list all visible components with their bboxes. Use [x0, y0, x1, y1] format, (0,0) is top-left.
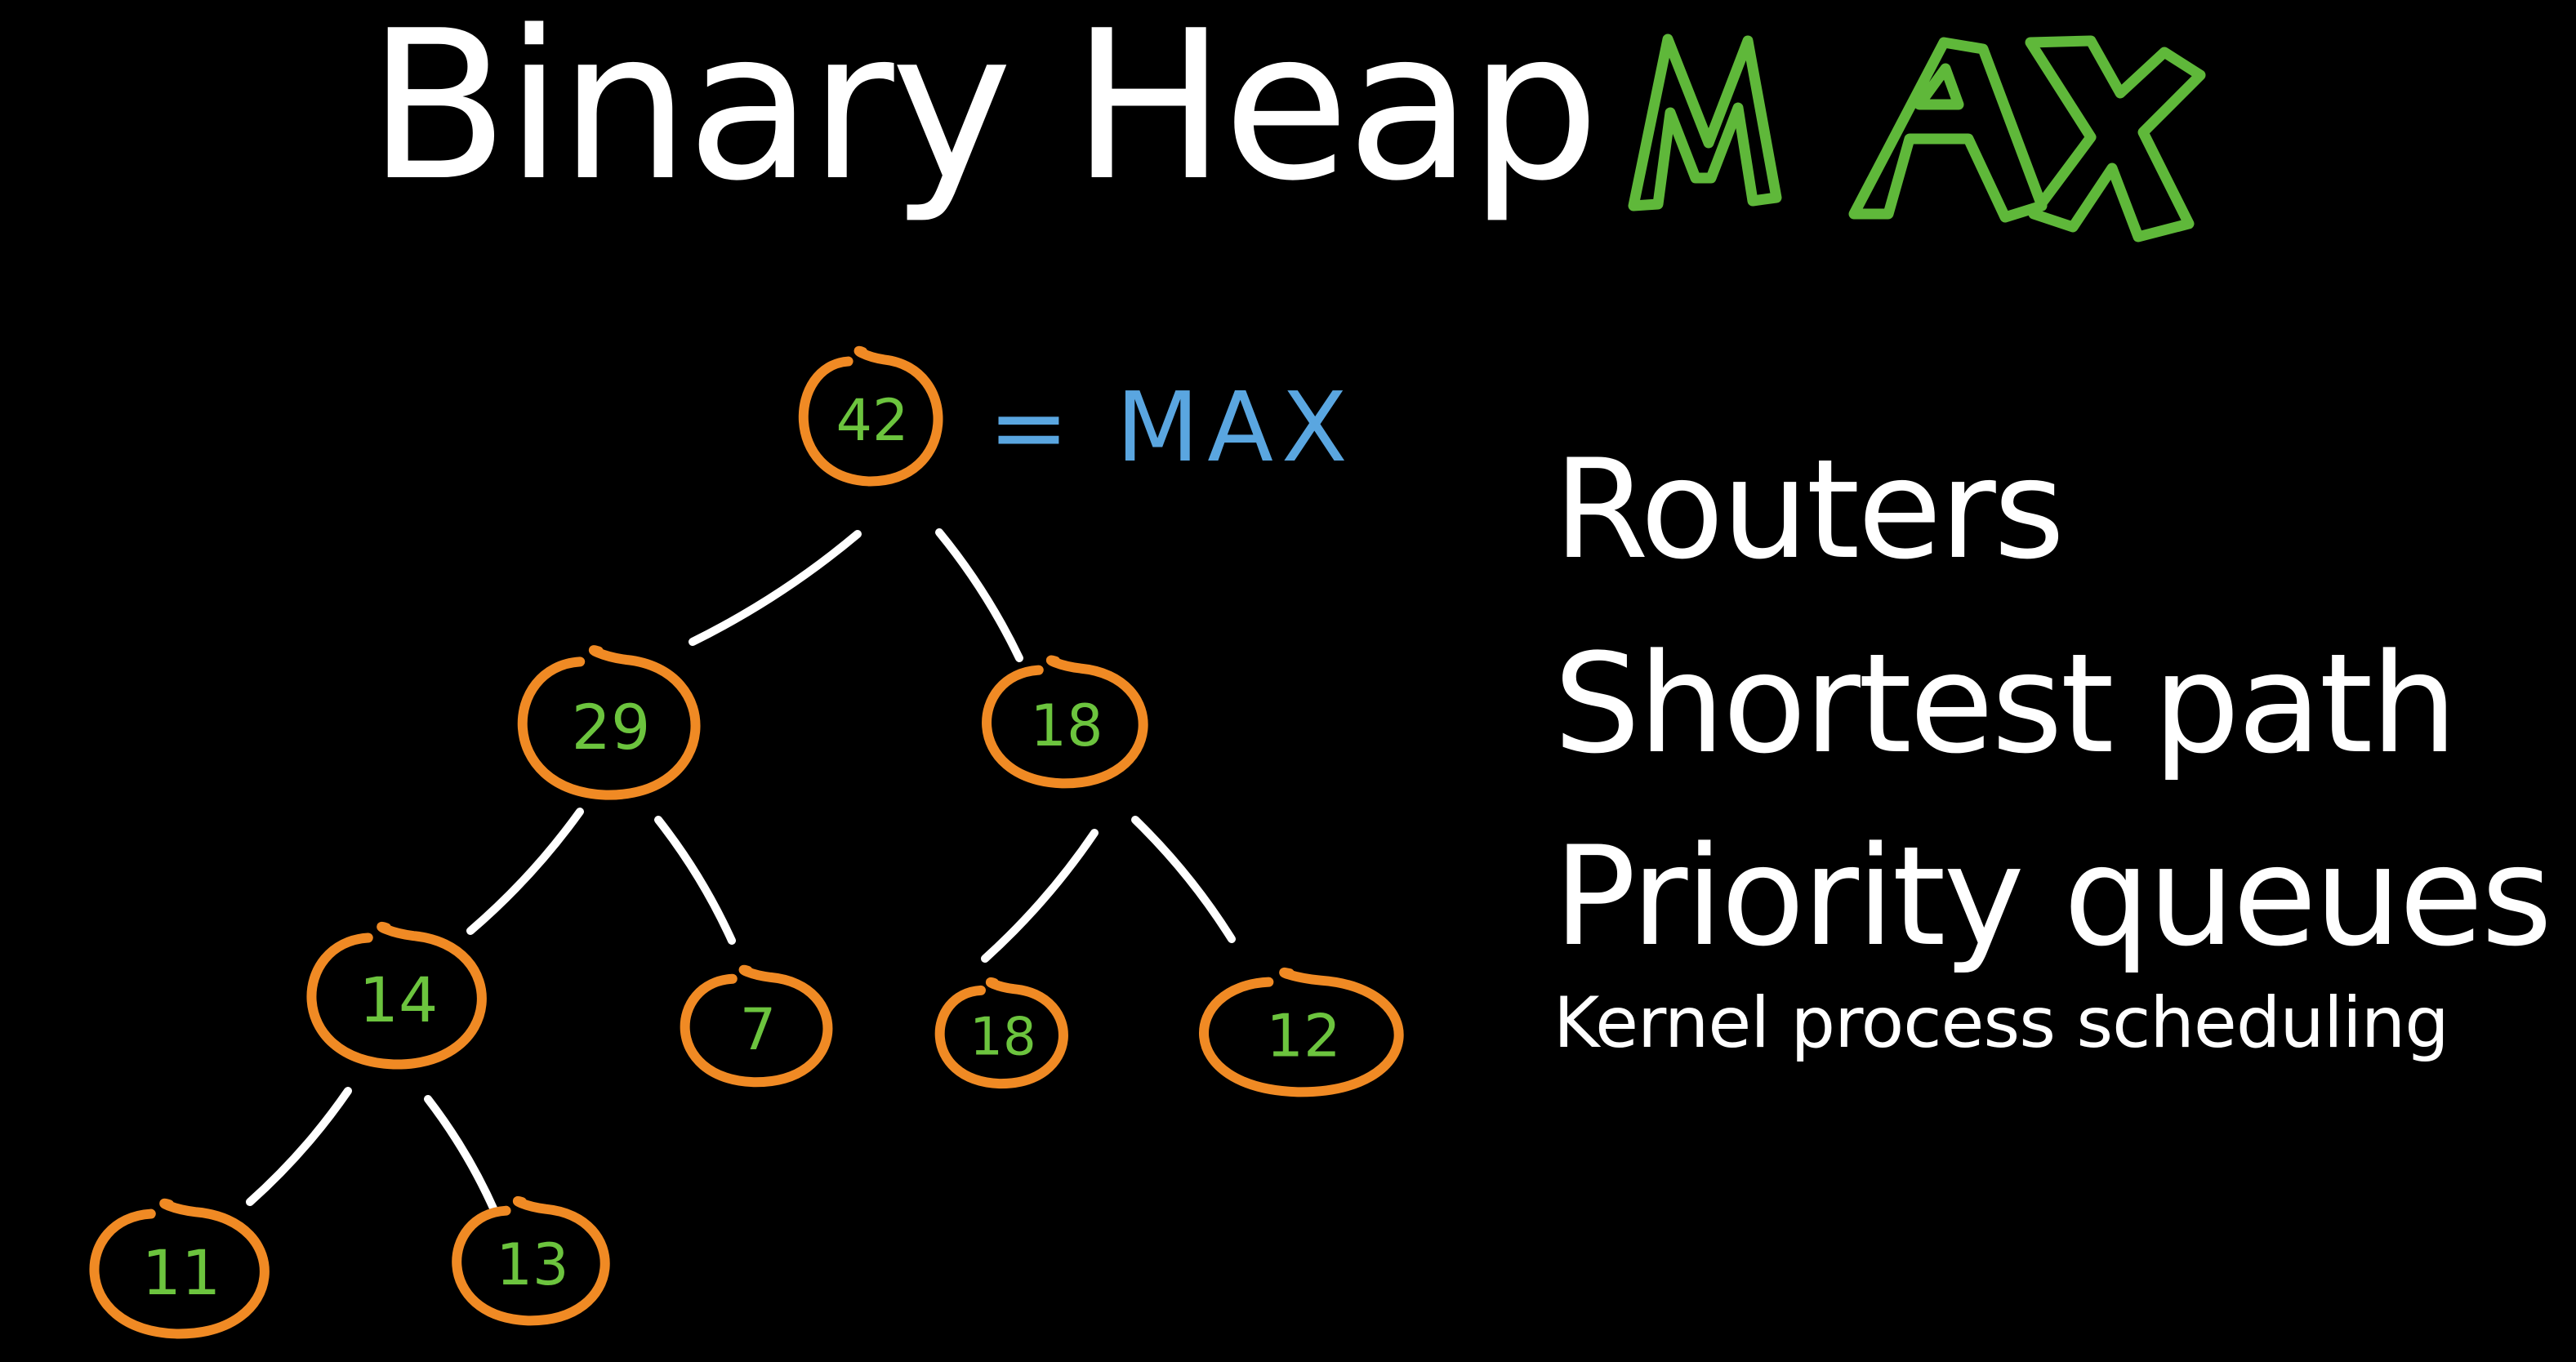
heap-node: 18	[934, 977, 1068, 1089]
heap-edge-n14-n11	[246, 1087, 352, 1206]
heap-node-circle	[306, 921, 487, 1070]
heap-node-circle	[1199, 967, 1404, 1097]
heap-edge-n18a-n18b	[981, 829, 1099, 963]
heap-edge-n18a-n12	[1131, 816, 1236, 943]
heap-node-circle	[798, 345, 943, 487]
heap-node: 14	[306, 921, 487, 1070]
heap-node-circle	[89, 1198, 270, 1339]
heap-node-value: 29	[572, 691, 651, 763]
heap-node: 18	[982, 655, 1148, 789]
title-max-lettering	[1628, 33, 2206, 243]
heap-edge-n42-n29	[689, 530, 862, 646]
heap-node: 13	[452, 1196, 610, 1326]
heap-node-circle	[680, 964, 833, 1088]
heap-nodes: 42 29 18 14 7 18 12 11 13	[89, 345, 1404, 1339]
heap-node: 42	[798, 345, 943, 487]
heap-edge-n42-n18a	[935, 528, 1023, 662]
heap-node-value: 18	[969, 1008, 1036, 1068]
heap-node-circle	[452, 1196, 610, 1326]
use-case-routers: Routers	[1553, 430, 2065, 590]
heap-node-circle	[934, 977, 1068, 1089]
heap-node: 29	[517, 645, 701, 800]
heap-node: 11	[89, 1198, 270, 1339]
heap-node-value: 11	[142, 1236, 221, 1309]
heap-node: 12	[1199, 967, 1404, 1097]
use-case-kernel-scheduling: Kernel process scheduling	[1553, 982, 2449, 1064]
heap-edge-n14-n13	[424, 1095, 499, 1216]
heap-node-value: 12	[1266, 1002, 1341, 1070]
heap-node-value: 42	[836, 387, 908, 454]
heap-node-value: 13	[496, 1231, 568, 1298]
heap-node-circle	[982, 655, 1148, 789]
heap-node-value: 18	[1030, 692, 1103, 759]
heap-edge-n29-n7	[654, 816, 736, 945]
max-annotation: = MAX	[988, 371, 1356, 483]
heap-node-value: 7	[740, 996, 777, 1063]
slide-title: Binary Heap	[368, 0, 1600, 226]
heap-edge-n29-n14	[466, 808, 584, 935]
heap-edges	[246, 528, 1236, 1216]
heap-node-circle	[517, 645, 701, 800]
heap-node: 7	[680, 964, 833, 1088]
heap-node-value: 14	[359, 964, 439, 1036]
use-case-priority-queues: Priority queues	[1553, 817, 2552, 977]
use-case-shortest-path: Shortest path	[1553, 624, 2458, 784]
